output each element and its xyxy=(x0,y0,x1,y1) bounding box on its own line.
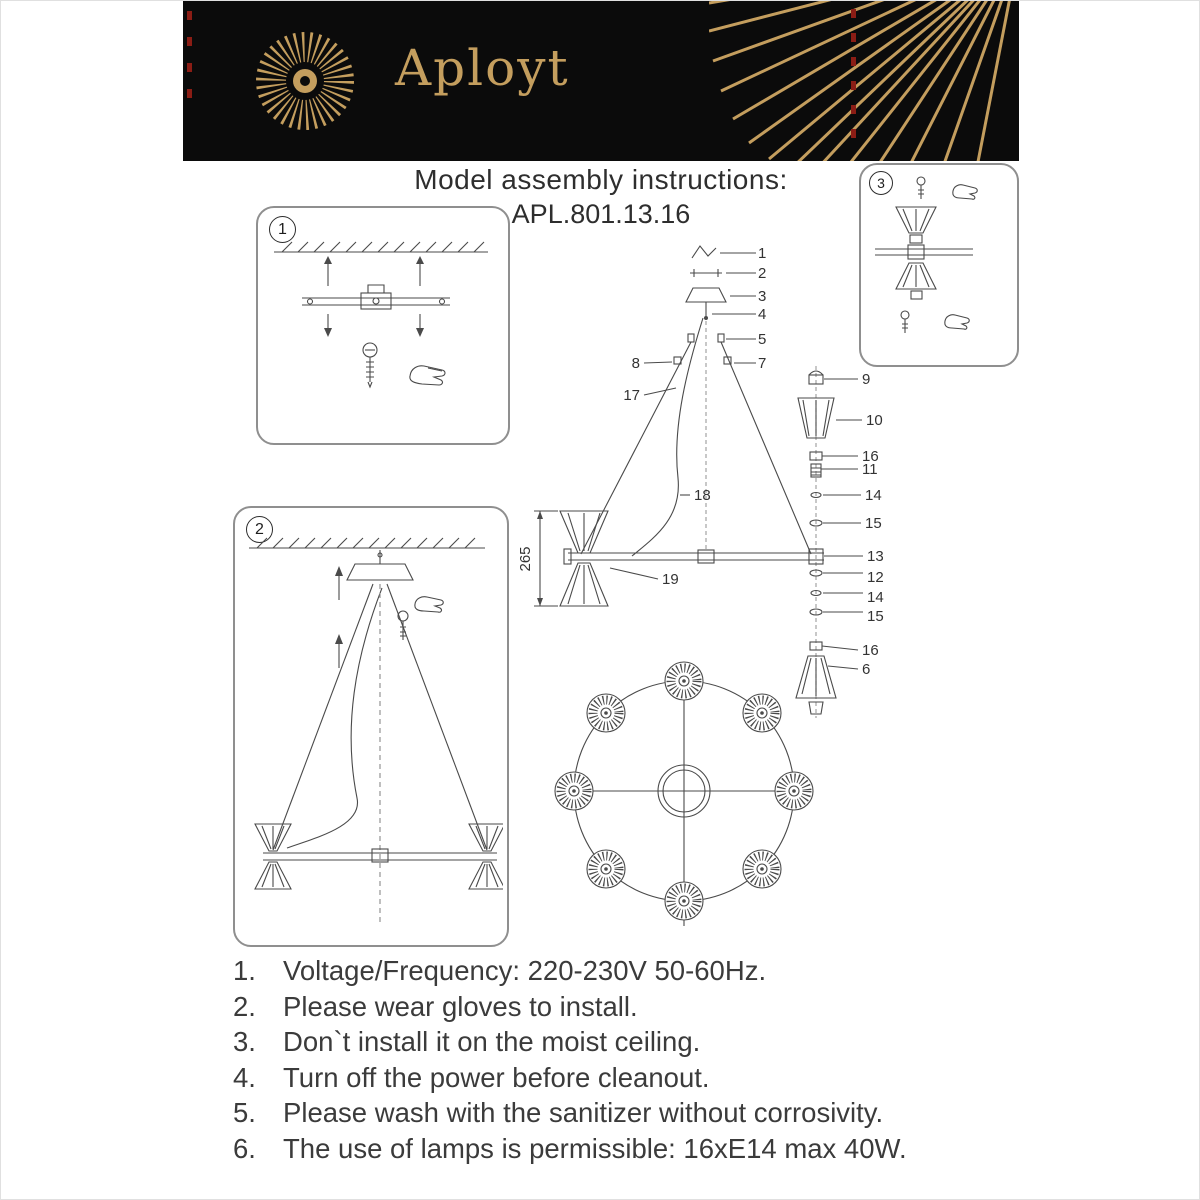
part-label-14: 14 xyxy=(865,487,882,504)
part-label-8: 8 xyxy=(632,355,640,372)
dimension-label: 265 xyxy=(517,546,534,571)
part-label-5: 5 xyxy=(758,331,766,348)
red-mark-icon xyxy=(851,57,856,66)
part-label-3: 3 xyxy=(758,288,766,305)
part-label-1: 1 xyxy=(758,245,766,262)
instruction-number: 5. xyxy=(233,1097,256,1128)
step-2-box: 2 xyxy=(233,506,509,947)
step-3-badge: 3 xyxy=(869,171,893,195)
part-label-2: 2 xyxy=(758,265,766,282)
part-label-15: 15 xyxy=(865,515,882,532)
part-label-15b: 15 xyxy=(867,608,884,625)
instruction-number: 6. xyxy=(233,1132,256,1164)
part-label-13: 13 xyxy=(867,548,884,565)
exploded-view-diagram: 1 2 3 4 5 7 8 17 9 10 16 11 14 15 13 12 … xyxy=(517,245,884,926)
part-label-9: 9 xyxy=(862,371,870,388)
instruction-text: Please wear gloves to install. xyxy=(283,990,638,1022)
instruction-number: 2. xyxy=(233,990,256,1022)
instruction-text: Please wash with the sanitizer without c… xyxy=(283,1097,884,1128)
step-1-diagram xyxy=(274,241,488,389)
part-label-19: 19 xyxy=(662,571,679,588)
red-mark-icon xyxy=(187,37,192,46)
model-number: APL.801.13.16 xyxy=(511,199,691,229)
decorative-rays-icon xyxy=(709,1,1011,161)
instruction-text: Don`t install it on the moist ceiling. xyxy=(283,1026,701,1057)
step-2-badge: 2 xyxy=(246,516,273,543)
brand-name: Aployt xyxy=(395,39,570,97)
part-label-14b: 14 xyxy=(867,589,884,606)
instruction-text: The use of lamps is permissible: 16xE14 … xyxy=(283,1132,907,1164)
red-mark-icon xyxy=(187,11,192,20)
brand-banner: Aployt xyxy=(183,1,1019,161)
red-mark-icon xyxy=(851,33,856,42)
part-label-16: 16 xyxy=(862,448,879,465)
part-label-16b: 16 xyxy=(862,642,879,659)
part-label-7: 7 xyxy=(758,355,766,372)
instruction-text: Voltage/Frequency: 220-230V 50-60Hz. xyxy=(283,955,767,986)
part-label-6: 6 xyxy=(862,661,870,678)
instruction-item: 1. Voltage/Frequency: 220-230V 50-60Hz. xyxy=(233,953,1073,989)
instruction-number: 3. xyxy=(233,1026,256,1057)
instruction-text: Turn off the power before cleanout. xyxy=(283,1061,710,1093)
starburst-logo xyxy=(256,32,354,130)
red-mark-icon xyxy=(851,105,856,114)
red-mark-icon xyxy=(187,89,192,98)
part-label-18: 18 xyxy=(694,487,711,504)
step-1-badge: 1 xyxy=(269,216,296,243)
instruction-item: 6. The use of lamps is permissible: 16xE… xyxy=(233,1131,1073,1167)
step-2-diagram xyxy=(249,537,503,923)
red-mark-icon xyxy=(187,63,192,72)
instruction-number: 4. xyxy=(233,1061,256,1093)
page-title: Model assembly instructions: xyxy=(414,164,788,195)
title-block: Model assembly instructions: APL.801.13.… xyxy=(1,164,1199,230)
lamp-cluster-icon xyxy=(554,661,814,921)
step-1-box: 1 xyxy=(256,206,510,445)
red-mark-icon xyxy=(851,81,856,90)
step-3-diagram xyxy=(875,176,978,333)
instruction-item: 3. Don`t install it on the moist ceiling… xyxy=(233,1024,1073,1060)
step-3-box: 3 xyxy=(859,163,1019,367)
instruction-list: 1. Voltage/Frequency: 220-230V 50-60Hz. … xyxy=(233,953,1073,1166)
red-mark-icon xyxy=(851,9,856,18)
part-label-11: 11 xyxy=(862,461,878,478)
part-label-4: 4 xyxy=(758,306,766,323)
part-label-10: 10 xyxy=(866,412,883,429)
instruction-item: 2. Please wear gloves to install. xyxy=(233,989,1073,1025)
instruction-number: 1. xyxy=(233,955,256,986)
part-label-12: 12 xyxy=(867,569,884,586)
instruction-item: 4. Turn off the power before cleanout. xyxy=(233,1060,1073,1096)
part-label-17: 17 xyxy=(623,387,640,404)
instruction-item: 5. Please wash with the sanitizer withou… xyxy=(233,1095,1073,1131)
red-mark-icon xyxy=(851,129,856,138)
